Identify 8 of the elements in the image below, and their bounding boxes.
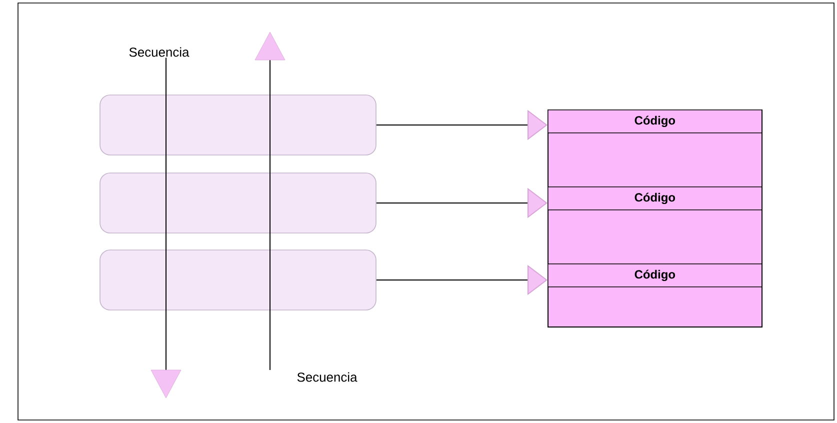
code-band: Código [548,110,762,134]
code-band: Código [548,186,762,210]
sequence-label: Secuencia [129,47,190,57]
rounded-box [100,172,376,234]
code-band: Código [548,264,762,288]
rounded-box [100,94,376,156]
rounded-box [100,250,376,310]
sequence-label: Secuencia [297,372,358,382]
